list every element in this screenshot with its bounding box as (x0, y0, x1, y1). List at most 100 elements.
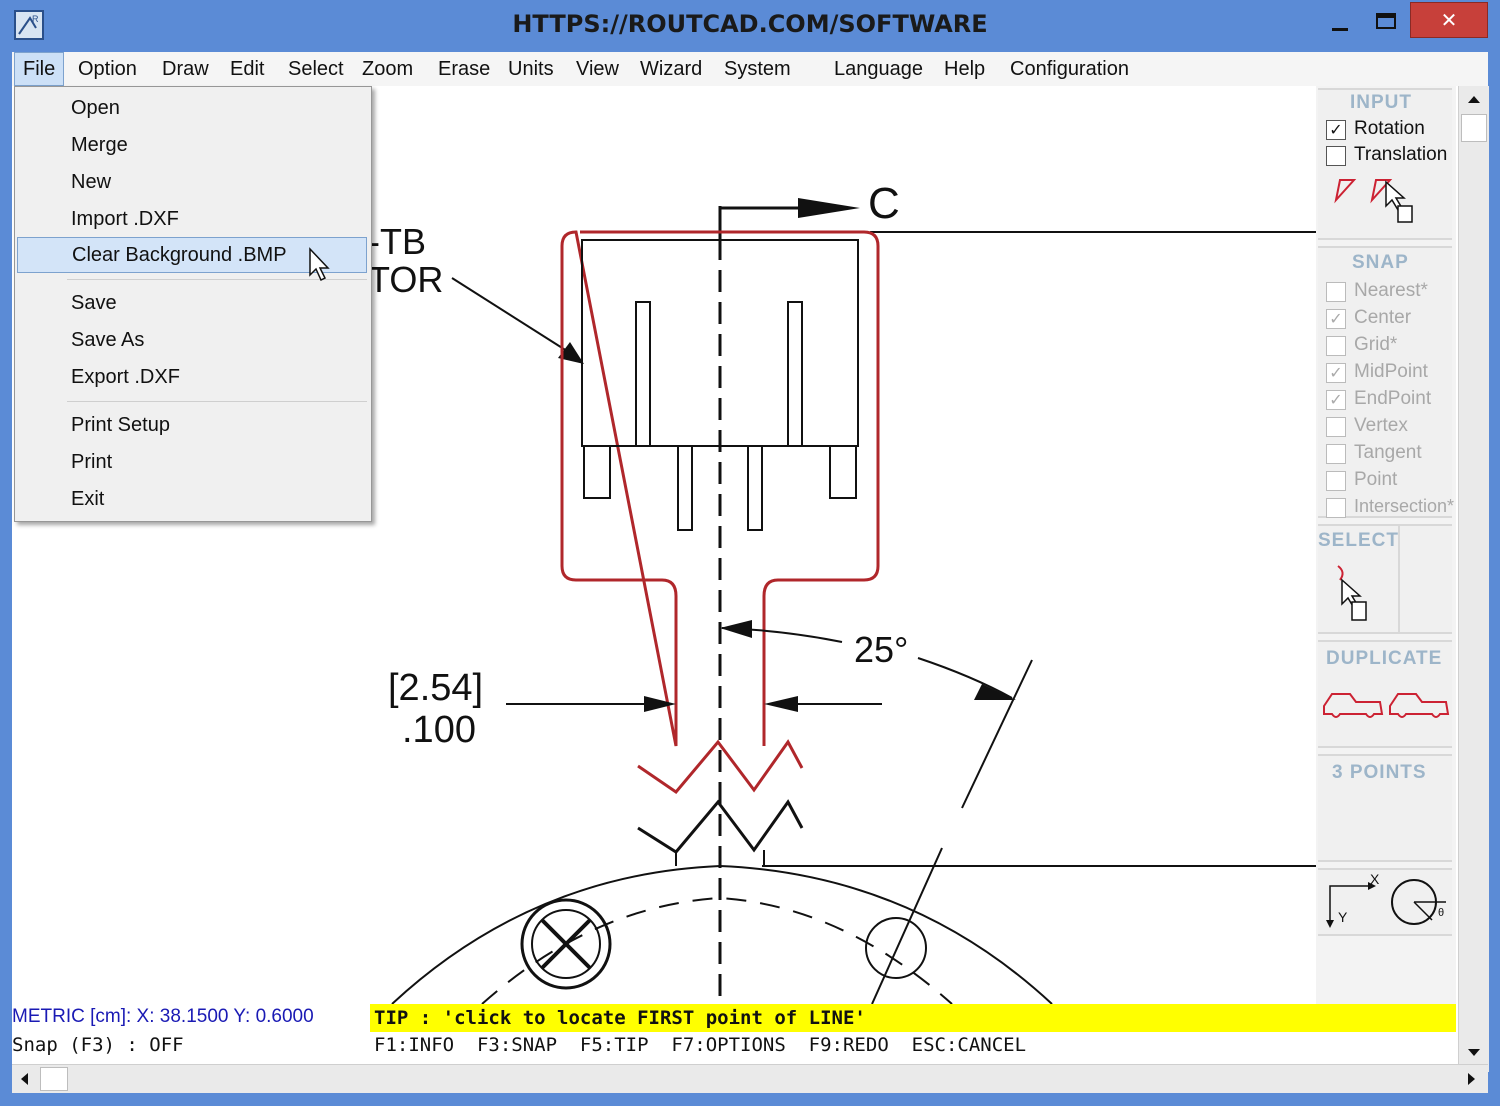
drawing-content: C -TB TOR (368, 179, 1316, 1004)
rotation-label: Rotation (1354, 118, 1425, 139)
select-pane-title: SELECT (1318, 530, 1399, 551)
input-pane-title: INPUT (1350, 92, 1412, 113)
menu-option[interactable]: Option (78, 58, 137, 80)
snap-pane: SNAP Nearest* ✓ Center Grid* ✓ MidPoint … (1318, 246, 1455, 518)
xy-axes-icon[interactable]: X Y (1322, 872, 1382, 930)
menu-item-exit-label: Exit (71, 488, 105, 510)
duplicate-pane-title: DUPLICATE (1326, 648, 1443, 669)
title-bar[interactable]: R HTTPS://ROUTCAD.COM/SOFTWARE ✕ (0, 0, 1500, 52)
x-axis-label: X (1370, 872, 1380, 887)
snap-point-label: Point (1354, 469, 1398, 490)
app-client-area: C -TB TOR (12, 52, 1489, 1093)
input-tool-icons[interactable] (1332, 176, 1432, 226)
part-label-line2: TOR (368, 259, 443, 300)
menu-help[interactable]: Help (944, 58, 986, 80)
menu-item-exit[interactable]: Exit (15, 482, 371, 516)
snap-pane-title: SNAP (1352, 252, 1409, 273)
select-tool-icon[interactable] (1334, 562, 1374, 626)
snap-grid-checkbox[interactable] (1326, 336, 1346, 356)
mouse-pointer-icon (309, 247, 330, 282)
vertical-scroll-thumb[interactable] (1461, 114, 1487, 142)
shortcut-keys: F1:INFO F3:SNAP F5:TIP F7:OPTIONS F9:RED… (374, 1034, 1027, 1056)
maximize-button[interactable] (1364, 4, 1408, 44)
rotation-checkbox[interactable]: ✓ (1326, 120, 1346, 140)
coordinate-readout: METRIC [cm]: X: 38.1500 Y: 0.6000 (12, 1006, 314, 1027)
scroll-down-icon[interactable] (1465, 1044, 1483, 1063)
menu-item-save-as-label: Save As (71, 329, 145, 351)
scroll-left-icon[interactable] (18, 1071, 32, 1091)
menu-erase[interactable]: Erase (438, 58, 491, 80)
snap-endpoint-checkbox[interactable]: ✓ (1326, 390, 1346, 410)
translation-checkbox[interactable] (1326, 146, 1346, 166)
menu-zoom[interactable]: Zoom (362, 58, 414, 80)
snap-nearest-label: Nearest* (1354, 280, 1428, 301)
close-icon: ✕ (1440, 8, 1458, 32)
coordinate-system-pane: X Y θ (1318, 868, 1452, 936)
svg-text:R: R (32, 14, 39, 24)
menu-units[interactable]: Units (508, 58, 554, 80)
menu-item-print-setup[interactable]: Print Setup (15, 408, 371, 442)
menu-configuration[interactable]: Configuration (1010, 58, 1129, 80)
menu-select[interactable]: Select (288, 58, 344, 80)
translation-label: Translation (1354, 144, 1448, 165)
translation-tool-icon (1370, 179, 1393, 204)
menu-file[interactable]: File (14, 52, 65, 86)
menu-view[interactable]: View (576, 58, 619, 80)
menu-item-print-setup-label: Print Setup (71, 414, 170, 436)
close-button[interactable]: ✕ (1410, 2, 1488, 38)
snap-vertex-label: Vertex (1354, 415, 1408, 436)
minimize-button[interactable] (1318, 4, 1362, 44)
menu-item-save-as[interactable]: Save As (15, 323, 371, 357)
snap-point-checkbox[interactable] (1326, 471, 1346, 491)
snap-vertex-checkbox[interactable] (1326, 417, 1346, 437)
menu-system[interactable]: System (724, 58, 791, 80)
three-points-pane[interactable]: 3 POINTS (1318, 754, 1452, 862)
menu-draw[interactable]: Draw (162, 58, 209, 80)
menu-item-merge[interactable]: Merge (15, 128, 371, 162)
menu-wizard[interactable]: Wizard (640, 58, 703, 80)
snap-center-checkbox[interactable]: ✓ (1326, 309, 1346, 329)
input-pane: INPUT ✓ Rotation Translation (1318, 88, 1452, 240)
menu-separator (67, 279, 367, 280)
snap-endpoint-label: EndPoint (1354, 388, 1432, 409)
polar-axes-icon[interactable]: θ (1388, 874, 1450, 930)
snap-tangent-checkbox[interactable] (1326, 444, 1346, 464)
snap-intersection-label: Intersection* (1354, 496, 1455, 516)
menu-item-new[interactable]: New (15, 165, 371, 199)
app-logo-icon: R (14, 10, 44, 40)
menu-gutter (15, 87, 63, 521)
three-points-pane-title: 3 POINTS (1332, 762, 1427, 783)
select-pane-divider (1398, 526, 1400, 632)
menu-item-import-dxf[interactable]: Import .DXF (15, 202, 371, 236)
part-label-line1: -TB (368, 221, 426, 262)
snap-grid-label: Grid* (1354, 334, 1398, 355)
menu-item-open-label: Open (71, 97, 120, 119)
scroll-up-icon[interactable] (1465, 92, 1483, 111)
menu-item-print[interactable]: Print (15, 445, 371, 479)
menu-item-export-dxf[interactable]: Export .DXF (15, 360, 371, 394)
tip-bar: TIP : 'click to locate FIRST point of LI… (370, 1004, 1456, 1032)
menu-item-new-label: New (71, 171, 112, 193)
snap-status: Snap (F3) : OFF (12, 1034, 184, 1056)
menu-language[interactable]: Language (834, 58, 923, 80)
snap-midpoint-checkbox[interactable]: ✓ (1326, 363, 1346, 383)
menu-item-save[interactable]: Save (15, 286, 371, 320)
snap-midpoint-label: MidPoint (1354, 361, 1428, 382)
vertical-scrollbar[interactable] (1458, 86, 1489, 1072)
menu-bar: File Option Draw Edit Select Zoom Erase … (12, 52, 1488, 86)
menu-item-open[interactable]: Open (15, 91, 371, 125)
duplicate-pane: DUPLICATE (1318, 640, 1452, 748)
horizontal-scroll-thumb[interactable] (40, 1067, 68, 1091)
snap-nearest-checkbox[interactable] (1326, 282, 1346, 302)
menu-edit[interactable]: Edit (230, 58, 265, 80)
select-pane: SELECT (1318, 524, 1452, 634)
dimension-imperial: .100 (402, 709, 476, 751)
duplicate-tool-icon[interactable] (1320, 686, 1452, 726)
horizontal-scrollbar[interactable] (12, 1064, 1488, 1093)
angle-label: 25° (854, 629, 908, 670)
menu-item-print-label: Print (71, 451, 113, 473)
menu-item-clear-background[interactable]: Clear Background .BMP (17, 237, 367, 273)
snap-intersection-checkbox[interactable] (1326, 498, 1346, 518)
menu-item-clear-background-label: Clear Background .BMP (72, 244, 287, 266)
scroll-right-icon[interactable] (1464, 1071, 1478, 1091)
